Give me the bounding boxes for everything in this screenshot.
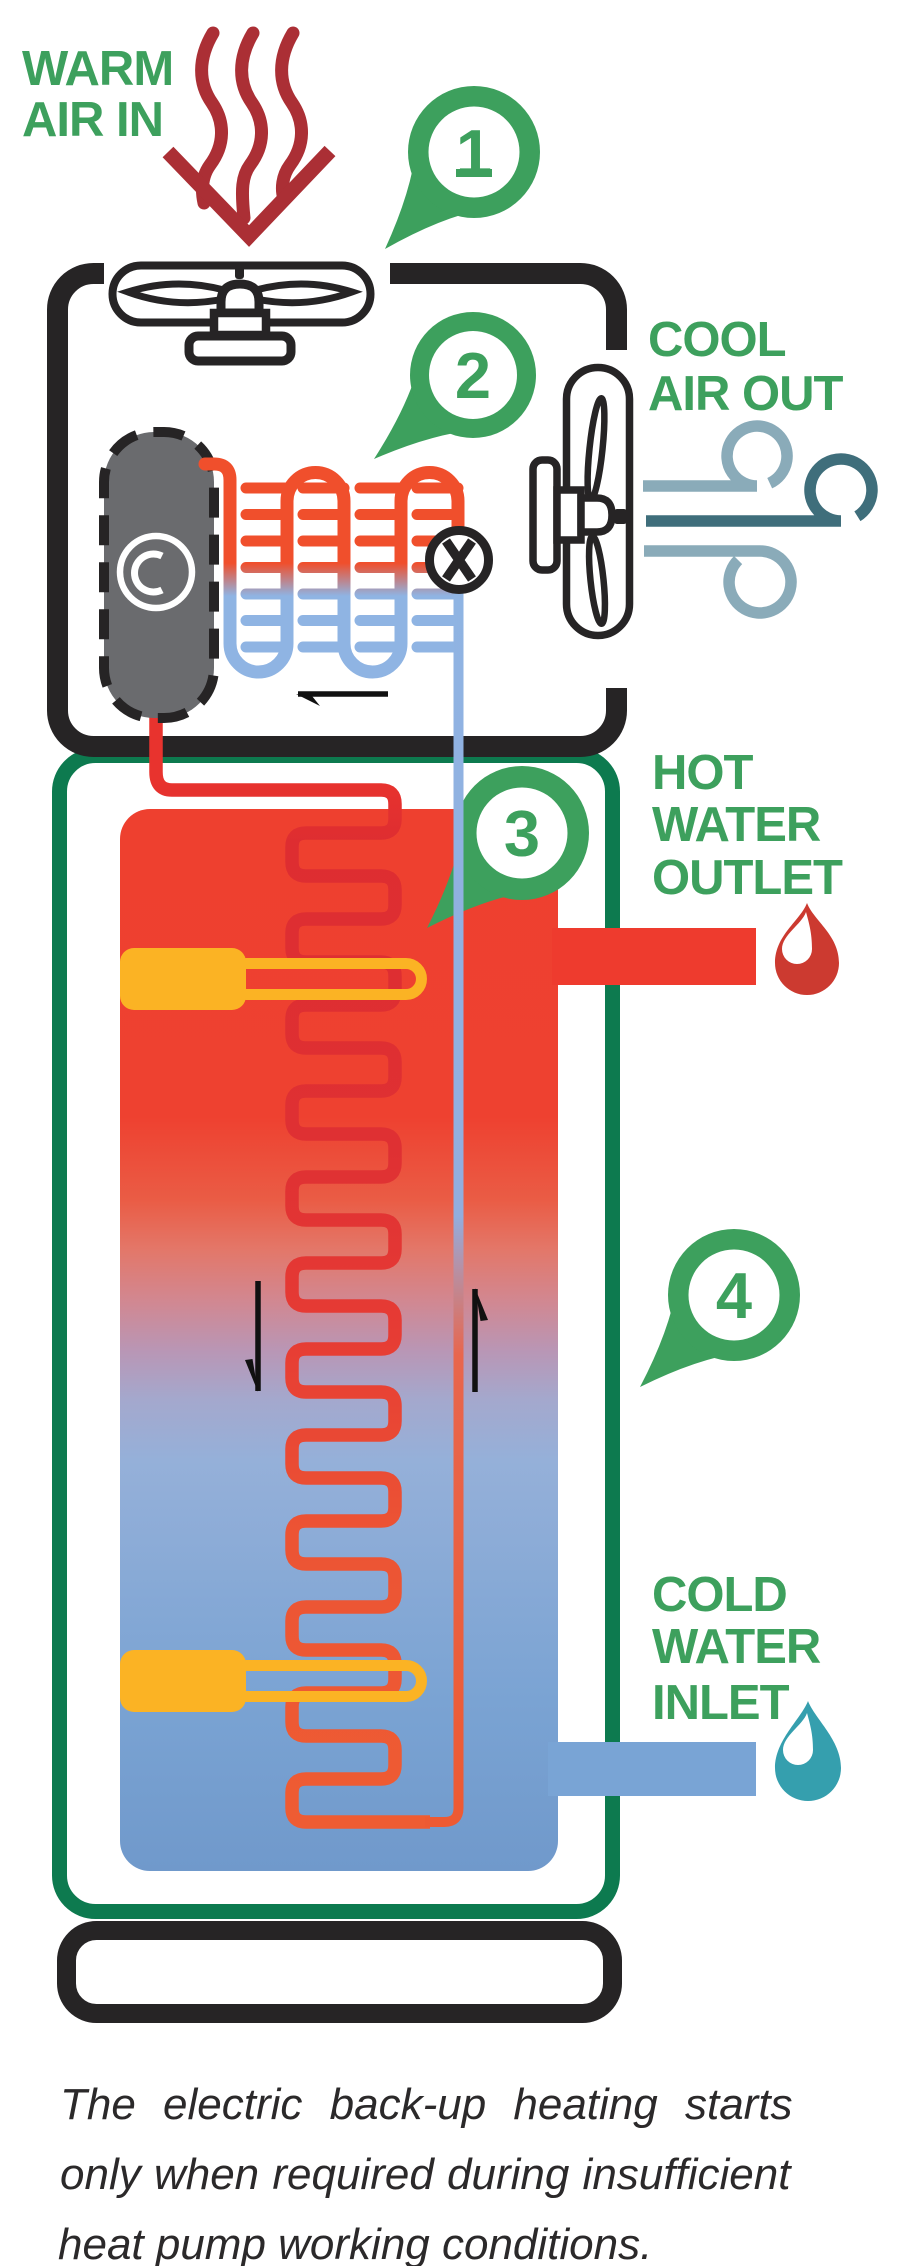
svg-text:The electric back-up heating s: The electric back-up heating starts xyxy=(60,2080,793,2129)
svg-text:3: 3 xyxy=(504,797,540,870)
svg-text:AIR IN: AIR IN xyxy=(22,93,163,147)
svg-text:COLD: COLD xyxy=(652,1568,787,1622)
svg-text:heat pump working conditions.: heat pump working conditions. xyxy=(58,2220,652,2266)
svg-text:AIR OUT: AIR OUT xyxy=(648,367,844,421)
svg-text:INLET: INLET xyxy=(652,1676,790,1730)
svg-text:COOL: COOL xyxy=(648,313,786,367)
svg-text:1: 1 xyxy=(456,116,492,189)
svg-text:only when required during insu: only when required during insufficient xyxy=(60,2150,792,2199)
svg-text:WATER: WATER xyxy=(652,798,821,852)
svg-text:2: 2 xyxy=(455,339,491,412)
svg-text:WATER: WATER xyxy=(652,1620,821,1674)
svg-text:HOT: HOT xyxy=(652,746,754,800)
svg-text:OUTLET: OUTLET xyxy=(652,851,843,905)
svg-text:4: 4 xyxy=(716,1259,752,1332)
svg-text:WARM: WARM xyxy=(22,42,173,96)
